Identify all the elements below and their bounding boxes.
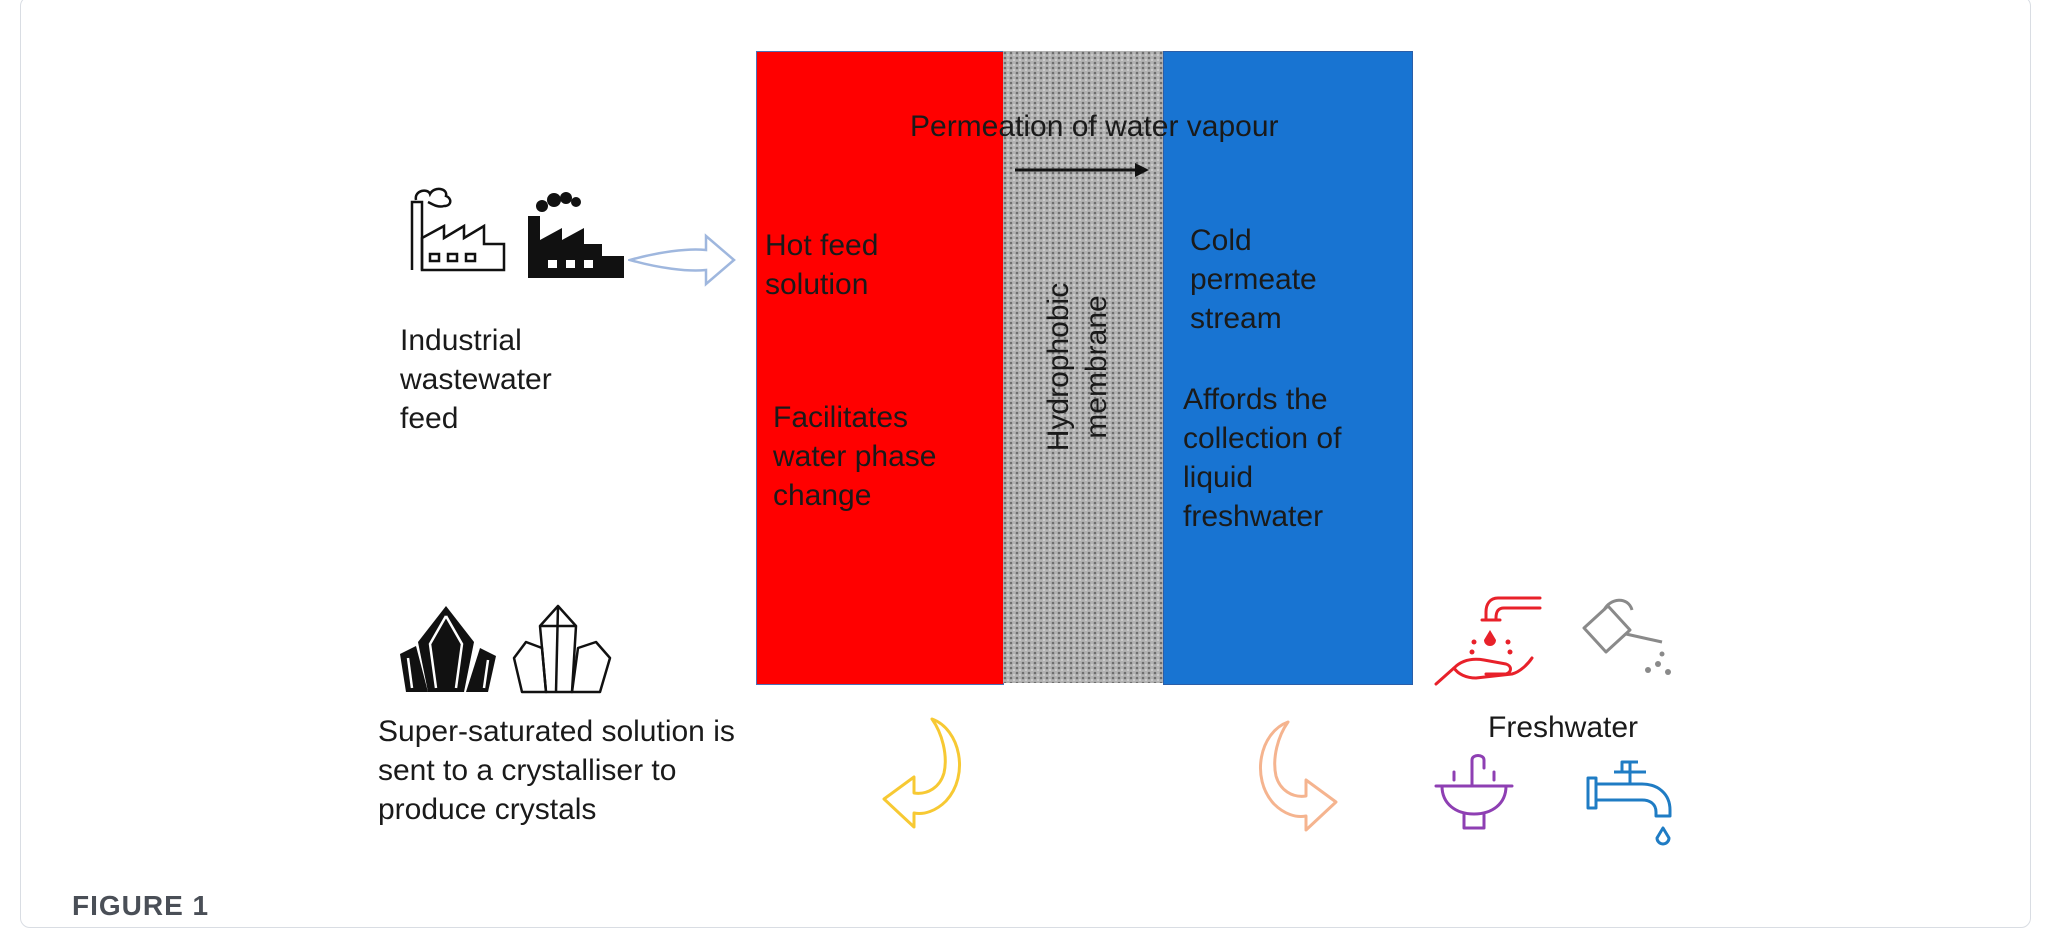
crystal-label-line: produce crystals [378,793,597,826]
cold-permeate-description-line: freshwater [1183,500,1324,533]
freshwater-label: Freshwater [1488,711,1639,744]
membrane-label-line: Hydrophobic [1042,282,1075,452]
membrane-label-line: membrane [1080,295,1113,439]
permeation-arrow-icon [1015,163,1149,177]
sink-icon [1434,754,1514,830]
cold-permeate-panel [1163,51,1413,685]
hot-feed-description-line: change [773,479,872,512]
cold-permeate-title-line: Cold [1190,224,1252,257]
hot-feed-title-line: Hot feed [765,229,879,262]
permeation-label: Permeation of water vapour [910,110,1279,143]
hot-feed-title-line: solution [765,268,869,301]
membrane-panel [1003,51,1163,683]
tap-icon [1586,760,1672,846]
cold-permeate-title-line: stream [1190,302,1282,335]
hot-feed-description-line: water phase [773,440,937,473]
feed-label-line: wastewater [400,363,552,396]
crystal-outline-icon [512,604,612,694]
cold-permeate-description: Affords the collection of liquid freshwa… [1183,380,1341,536]
feed-label-line: Industrial [400,324,522,357]
crystal-label-line: sent to a crystalliser to [378,754,677,787]
factory-outline-icon [410,187,506,272]
cold-permeate-description-line: collection of [1183,422,1342,455]
cold-permeate-title: Cold permeate stream [1190,221,1317,338]
hot-feed-title: Hot feed solution [765,226,878,304]
feed-label: Industrial wastewater feed [400,321,552,438]
crystal-solid-icon [400,606,496,692]
hot-feed-description: Facilitates water phase change [773,398,936,515]
crystal-label: Super-saturated solution is sent to a cr… [378,712,735,829]
feed-label-line: feed [400,402,459,435]
watering-can-icon [1582,598,1671,675]
cold-permeate-description-line: liquid [1183,461,1254,494]
curved-arrow-left-icon [882,717,961,829]
hot-feed-description-line: Facilitates [773,401,909,434]
factory-solid-icon [528,192,624,278]
arrow-right-icon [628,233,736,287]
figure-label: FIGURE 1 [72,890,210,921]
membrane-label: Hydrophobic membrane [1040,272,1116,462]
hot-feed-panel [756,51,1004,685]
cold-permeate-description-line: Affords the [1183,383,1328,416]
hand-wash-icon [1434,596,1542,686]
cold-permeate-title-line: permeate [1190,263,1317,296]
curved-arrow-right-icon [1259,720,1338,832]
crystal-label-line: Super-saturated solution is [378,715,735,748]
